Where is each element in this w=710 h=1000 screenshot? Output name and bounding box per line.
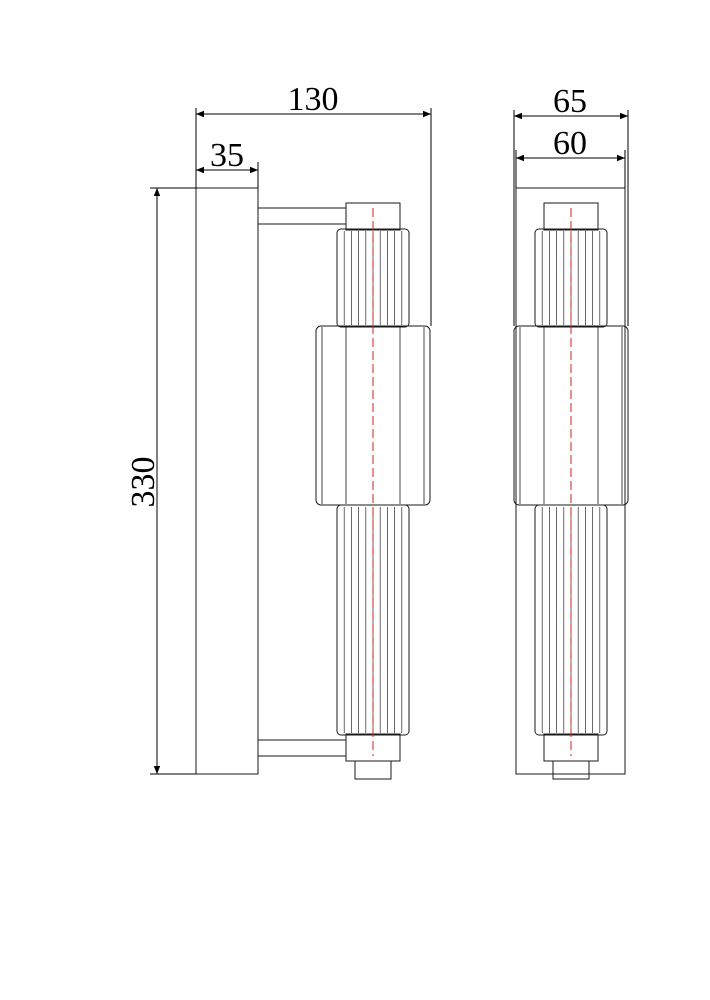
side-backplate [195, 187, 259, 775]
dimension-label-35: 35 [210, 137, 244, 174]
dimension-front-inner-width: 60 [515, 125, 626, 188]
front-bottom-finial [552, 760, 590, 780]
dimension-label-65: 65 [553, 83, 587, 120]
dimension-label-60: 60 [553, 125, 587, 162]
side-lower-arm [258, 739, 346, 757]
dimension-label-130: 130 [288, 81, 339, 118]
front-view [513, 187, 629, 780]
dimension-height: 330 [125, 187, 196, 775]
front-backplate [515, 187, 626, 775]
side-bottom-finial [354, 760, 392, 780]
side-view [195, 187, 431, 780]
side-lower-fluted-glass [336, 504, 410, 736]
front-lower-fluted-glass [534, 504, 608, 736]
dimension-overall-depth: 130 [195, 81, 432, 326]
dimension-front-outer-width: 65 [513, 83, 629, 326]
side-upper-arm [258, 207, 346, 225]
dimension-label-330: 330 [125, 457, 162, 508]
dimension-backplate-depth: 35 [196, 137, 259, 188]
